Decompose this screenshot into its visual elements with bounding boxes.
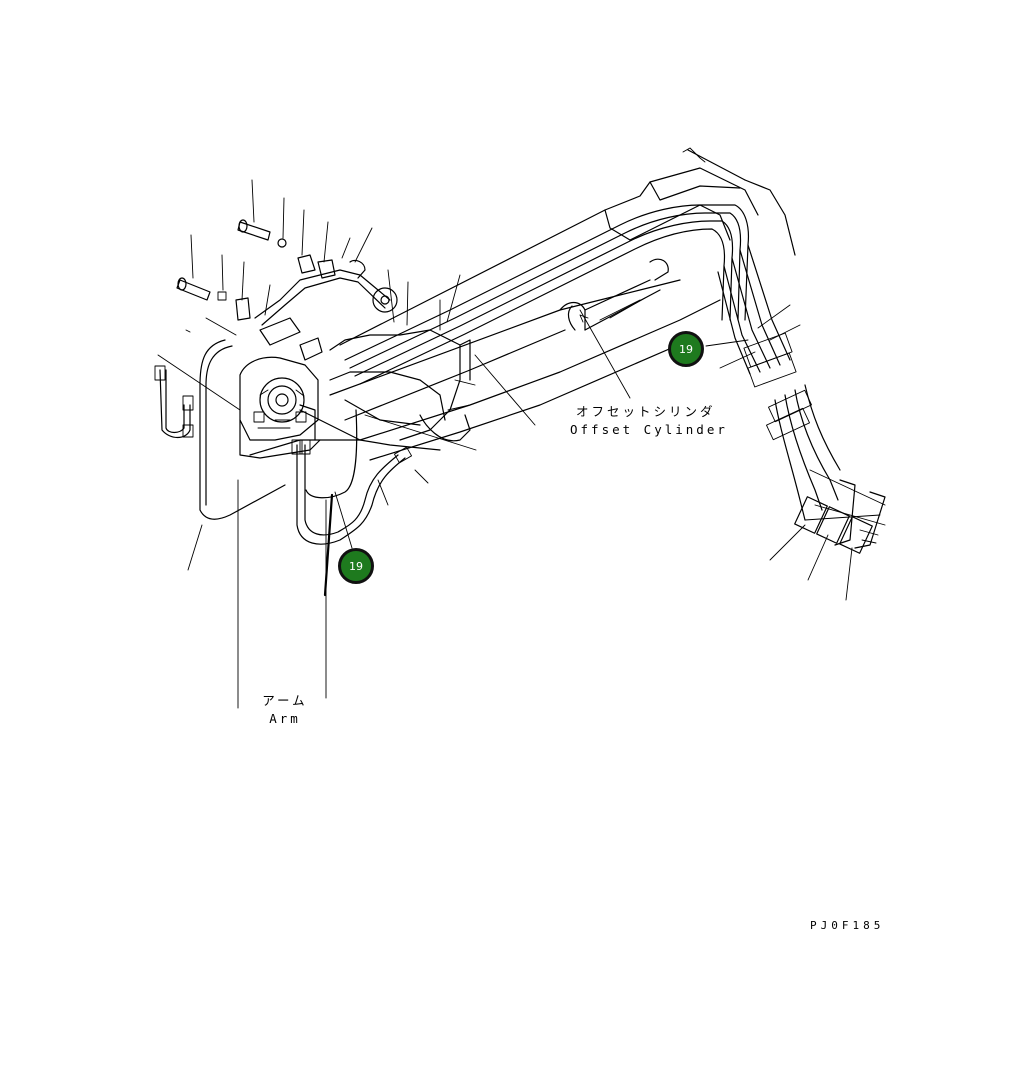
loop-hoses xyxy=(154,339,413,545)
leader-lines xyxy=(157,179,853,709)
swing-bracket xyxy=(239,356,321,459)
arm-cylinder-hoses xyxy=(766,384,886,554)
part-callout-19[interactable]: 19 xyxy=(668,331,704,367)
part-callout-19[interactable]: 19 xyxy=(338,548,374,584)
boom-hoses xyxy=(344,204,797,388)
arm-label-en: Arm xyxy=(269,711,301,726)
drawing-code: PJ0F185 xyxy=(810,919,885,932)
offset-cylinder-label-jp: オフセットシリンダ xyxy=(576,404,716,419)
offset-cylinder-label-en: Offset Cylinder xyxy=(570,422,728,437)
fittings-left xyxy=(176,219,391,361)
arm-label-jp: アーム xyxy=(262,693,308,708)
